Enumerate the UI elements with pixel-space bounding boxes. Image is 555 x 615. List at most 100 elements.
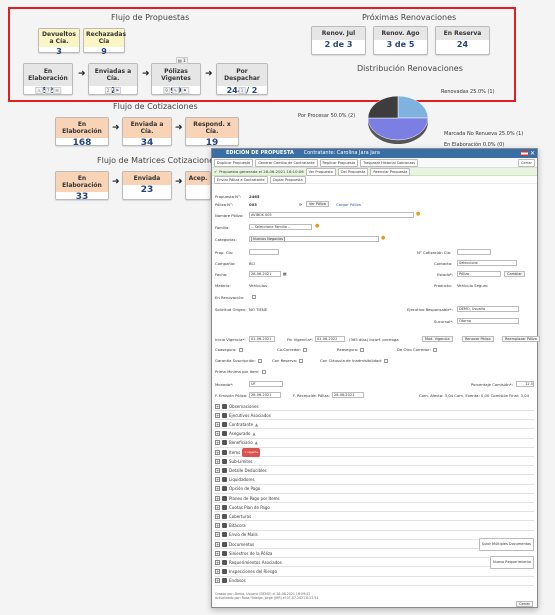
section-envio-de-mails[interactable]: +Envío de Mails: [215, 531, 534, 540]
enviadas-card[interactable]: Enviadas a Cía. 2 2⚑: [88, 63, 138, 95]
mat-enviada-card[interactable]: Enviada 23: [122, 171, 172, 200]
section-bitacora[interactable]: +Bitácora: [215, 522, 534, 531]
nuevo-requerimiento-button[interactable]: Nuevo Requerimiento: [489, 555, 534, 569]
rechazadas-card[interactable]: Rechazadas Cía 9: [83, 28, 126, 56]
mat-en-elaboracion-card[interactable]: En Elaboración 33: [55, 171, 109, 202]
recepcion-input[interactable]: 28-06-2021: [332, 392, 364, 398]
mat-acep-card[interactable]: Acep.: [185, 171, 211, 200]
expand-icon[interactable]: +: [215, 449, 220, 455]
expand-icon[interactable]: +: [215, 403, 220, 409]
clausula-checkbox[interactable]: [384, 359, 389, 363]
section-inspecciones-del-riesgo[interactable]: +Inspecciones del Riesgo: [215, 568, 534, 577]
copiar-propuesta-button[interactable]: Copiar Propuesta: [269, 175, 306, 184]
expand-icon[interactable]: +: [215, 523, 220, 529]
subir-documentos-button[interactable]: Subir Múltiples Documentos: [478, 537, 534, 551]
contacto-select[interactable]: Seleccione: [457, 260, 517, 266]
del-propuesta-button[interactable]: Del Propuesta: [337, 167, 369, 176]
expand-icon[interactable]: +: [215, 513, 220, 519]
expand-icon[interactable]: +: [215, 504, 220, 510]
section-siniestros-de-la-poliza[interactable]: +Siniestros de la Póliza: [215, 549, 534, 559]
expand-icon[interactable]: +: [215, 486, 220, 492]
expand-icon[interactable]: +: [215, 559, 220, 565]
ver-propuesta-button[interactable]: Ver Propuesta: [305, 167, 336, 176]
inicio-input[interactable]: 01-06-2021: [249, 336, 275, 342]
expand-icon[interactable]: +: [215, 569, 220, 575]
section-liquidadores[interactable]: +Liquidadores: [215, 476, 534, 485]
card-mini-icons[interactable]: 9✎⚑: [163, 87, 189, 94]
section-planes-de-pago-por-items[interactable]: +Planes de Pago por Items: [215, 494, 534, 503]
expand-icon[interactable]: +: [215, 578, 220, 584]
devueltos-card[interactable]: Devueltos a Cía. 3: [38, 28, 80, 56]
section-observaciones[interactable]: +Observaciones: [215, 402, 534, 411]
con-reserva-checkbox[interactable]: [299, 359, 304, 363]
cerrar-bottom-button[interactable]: Cerrar: [516, 601, 533, 607]
section-beneficiario[interactable]: +Beneficiario▲: [215, 439, 534, 448]
section-cuotas-plan-de-pago[interactable]: +Cuotas Plan de Pago: [215, 503, 534, 513]
polizas-vigentes-card[interactable]: Pólizas Vigentes 99 9✎⚑: [151, 63, 201, 95]
prima-minima-checkbox[interactable]: [261, 370, 266, 374]
cambiar-button[interactable]: Cambiar: [504, 271, 525, 277]
prop-cia-input[interactable]: [249, 249, 279, 255]
reenviar-propuesta-button[interactable]: Reenviar Propuesta: [370, 167, 411, 176]
card-mini-icons[interactable]: ⚠7✉: [35, 87, 61, 94]
renov-jul-card[interactable]: Renov. Jul 2 de 3: [311, 26, 366, 55]
traspasar-button[interactable]: Traspasar Historial Cobranzas: [360, 158, 419, 167]
card-mini-icons[interactable]: 2⚑: [104, 87, 122, 94]
enviar-poliza-button[interactable]: Enviar Póliza a Contratante: [214, 175, 268, 184]
por-despachar-card[interactable]: Por Despachar 244 / 2 1: [216, 63, 268, 95]
reaseguro-checkbox[interactable]: [360, 348, 365, 352]
renovar-poliza-button[interactable]: Renovar Póliza: [462, 336, 494, 342]
expand-icon[interactable]: +: [215, 458, 220, 464]
ejecutivo-select[interactable]: DEMO, Usuario: [457, 306, 519, 312]
fecha-input[interactable]: 28-06-2021: [249, 271, 281, 277]
expand-icon[interactable]: +: [215, 467, 220, 473]
section-asegurado[interactable]: +Asegurado▲: [215, 430, 534, 439]
en-elaboracion-card[interactable]: En Elaboración 52 ⚠7✉: [23, 63, 73, 95]
expand-icon[interactable]: +: [215, 440, 220, 446]
fin-input[interactable]: 01-06-2022: [315, 336, 345, 342]
emision-input[interactable]: 28-06-2021: [249, 392, 281, 398]
section-endosos[interactable]: +Endosos: [215, 577, 534, 586]
mod-vigencia-button[interactable]: Mod. Vigencia: [422, 336, 453, 342]
categorias-input[interactable]: Nuevos Negocios: [249, 236, 379, 242]
section-contratante[interactable]: +Contratante▲: [215, 420, 534, 430]
moneda-select[interactable]: UF: [249, 381, 283, 387]
expand-icon[interactable]: +: [215, 412, 220, 418]
section-detalle-deducibles[interactable]: +Detalle Deducibles: [215, 466, 534, 476]
calendar-icon[interactable]: ▦: [283, 271, 287, 276]
duplicar-button[interactable]: Duplicar Propuesta: [214, 158, 254, 167]
cerrar-top-button[interactable]: Cerrar: [518, 158, 535, 167]
card-mini-icons[interactable]: 1: [238, 87, 246, 94]
renov-ago-card[interactable]: Renov. Ago 3 de 5: [373, 26, 428, 55]
reemplazar-poliza-button[interactable]: Reemplazar Póliza: [502, 336, 540, 342]
en-renovacion-checkbox[interactable]: [252, 295, 256, 299]
porcentaje-input[interactable]: 12.5: [516, 381, 534, 387]
cambio-contratante-button[interactable]: Generar Cambio de Contratante: [255, 158, 318, 167]
expand-icon[interactable]: +: [215, 431, 220, 437]
expand-icon[interactable]: +: [215, 477, 220, 483]
familia-select[interactable]: -- Seleccione Familia --: [249, 224, 312, 230]
cot-en-elaboracion-card[interactable]: En Elaboración 168: [55, 117, 109, 148]
ver-poliza-button[interactable]: Ver Póliza: [306, 201, 329, 207]
expand-icon[interactable]: +: [215, 532, 220, 538]
n-cotizacion-input[interactable]: [457, 249, 491, 255]
categoria-tag[interactable]: Nuevos Negocios: [251, 237, 286, 241]
cot-enviada-card[interactable]: Enviada a Cía. 34: [122, 117, 172, 148]
refresh-icon[interactable]: ⟳: [299, 202, 303, 207]
co-corredor-checkbox[interactable]: [303, 348, 308, 352]
close-icon[interactable]: ✕: [529, 150, 535, 157]
cargar-poliza-link[interactable]: Cargar Póliza: [336, 202, 361, 207]
section-opcion-de-pago[interactable]: +Opción de Pago: [215, 485, 534, 494]
garantia-checkbox[interactable]: [257, 359, 262, 363]
coaseguro-checkbox[interactable]: [238, 348, 243, 352]
otro-corredor-checkbox[interactable]: [432, 348, 437, 352]
replicar-button[interactable]: Replicar Propuesta: [319, 158, 359, 167]
section-coberturas[interactable]: +Coberturas: [215, 512, 534, 522]
cot-respond-card[interactable]: Respond. x Cía. 19: [185, 117, 239, 148]
expand-icon[interactable]: +: [215, 421, 220, 427]
nombre-poliza-input[interactable]: AVIBOX 003: [249, 212, 414, 218]
en-reserva-card[interactable]: En Reserva 24: [435, 26, 490, 55]
